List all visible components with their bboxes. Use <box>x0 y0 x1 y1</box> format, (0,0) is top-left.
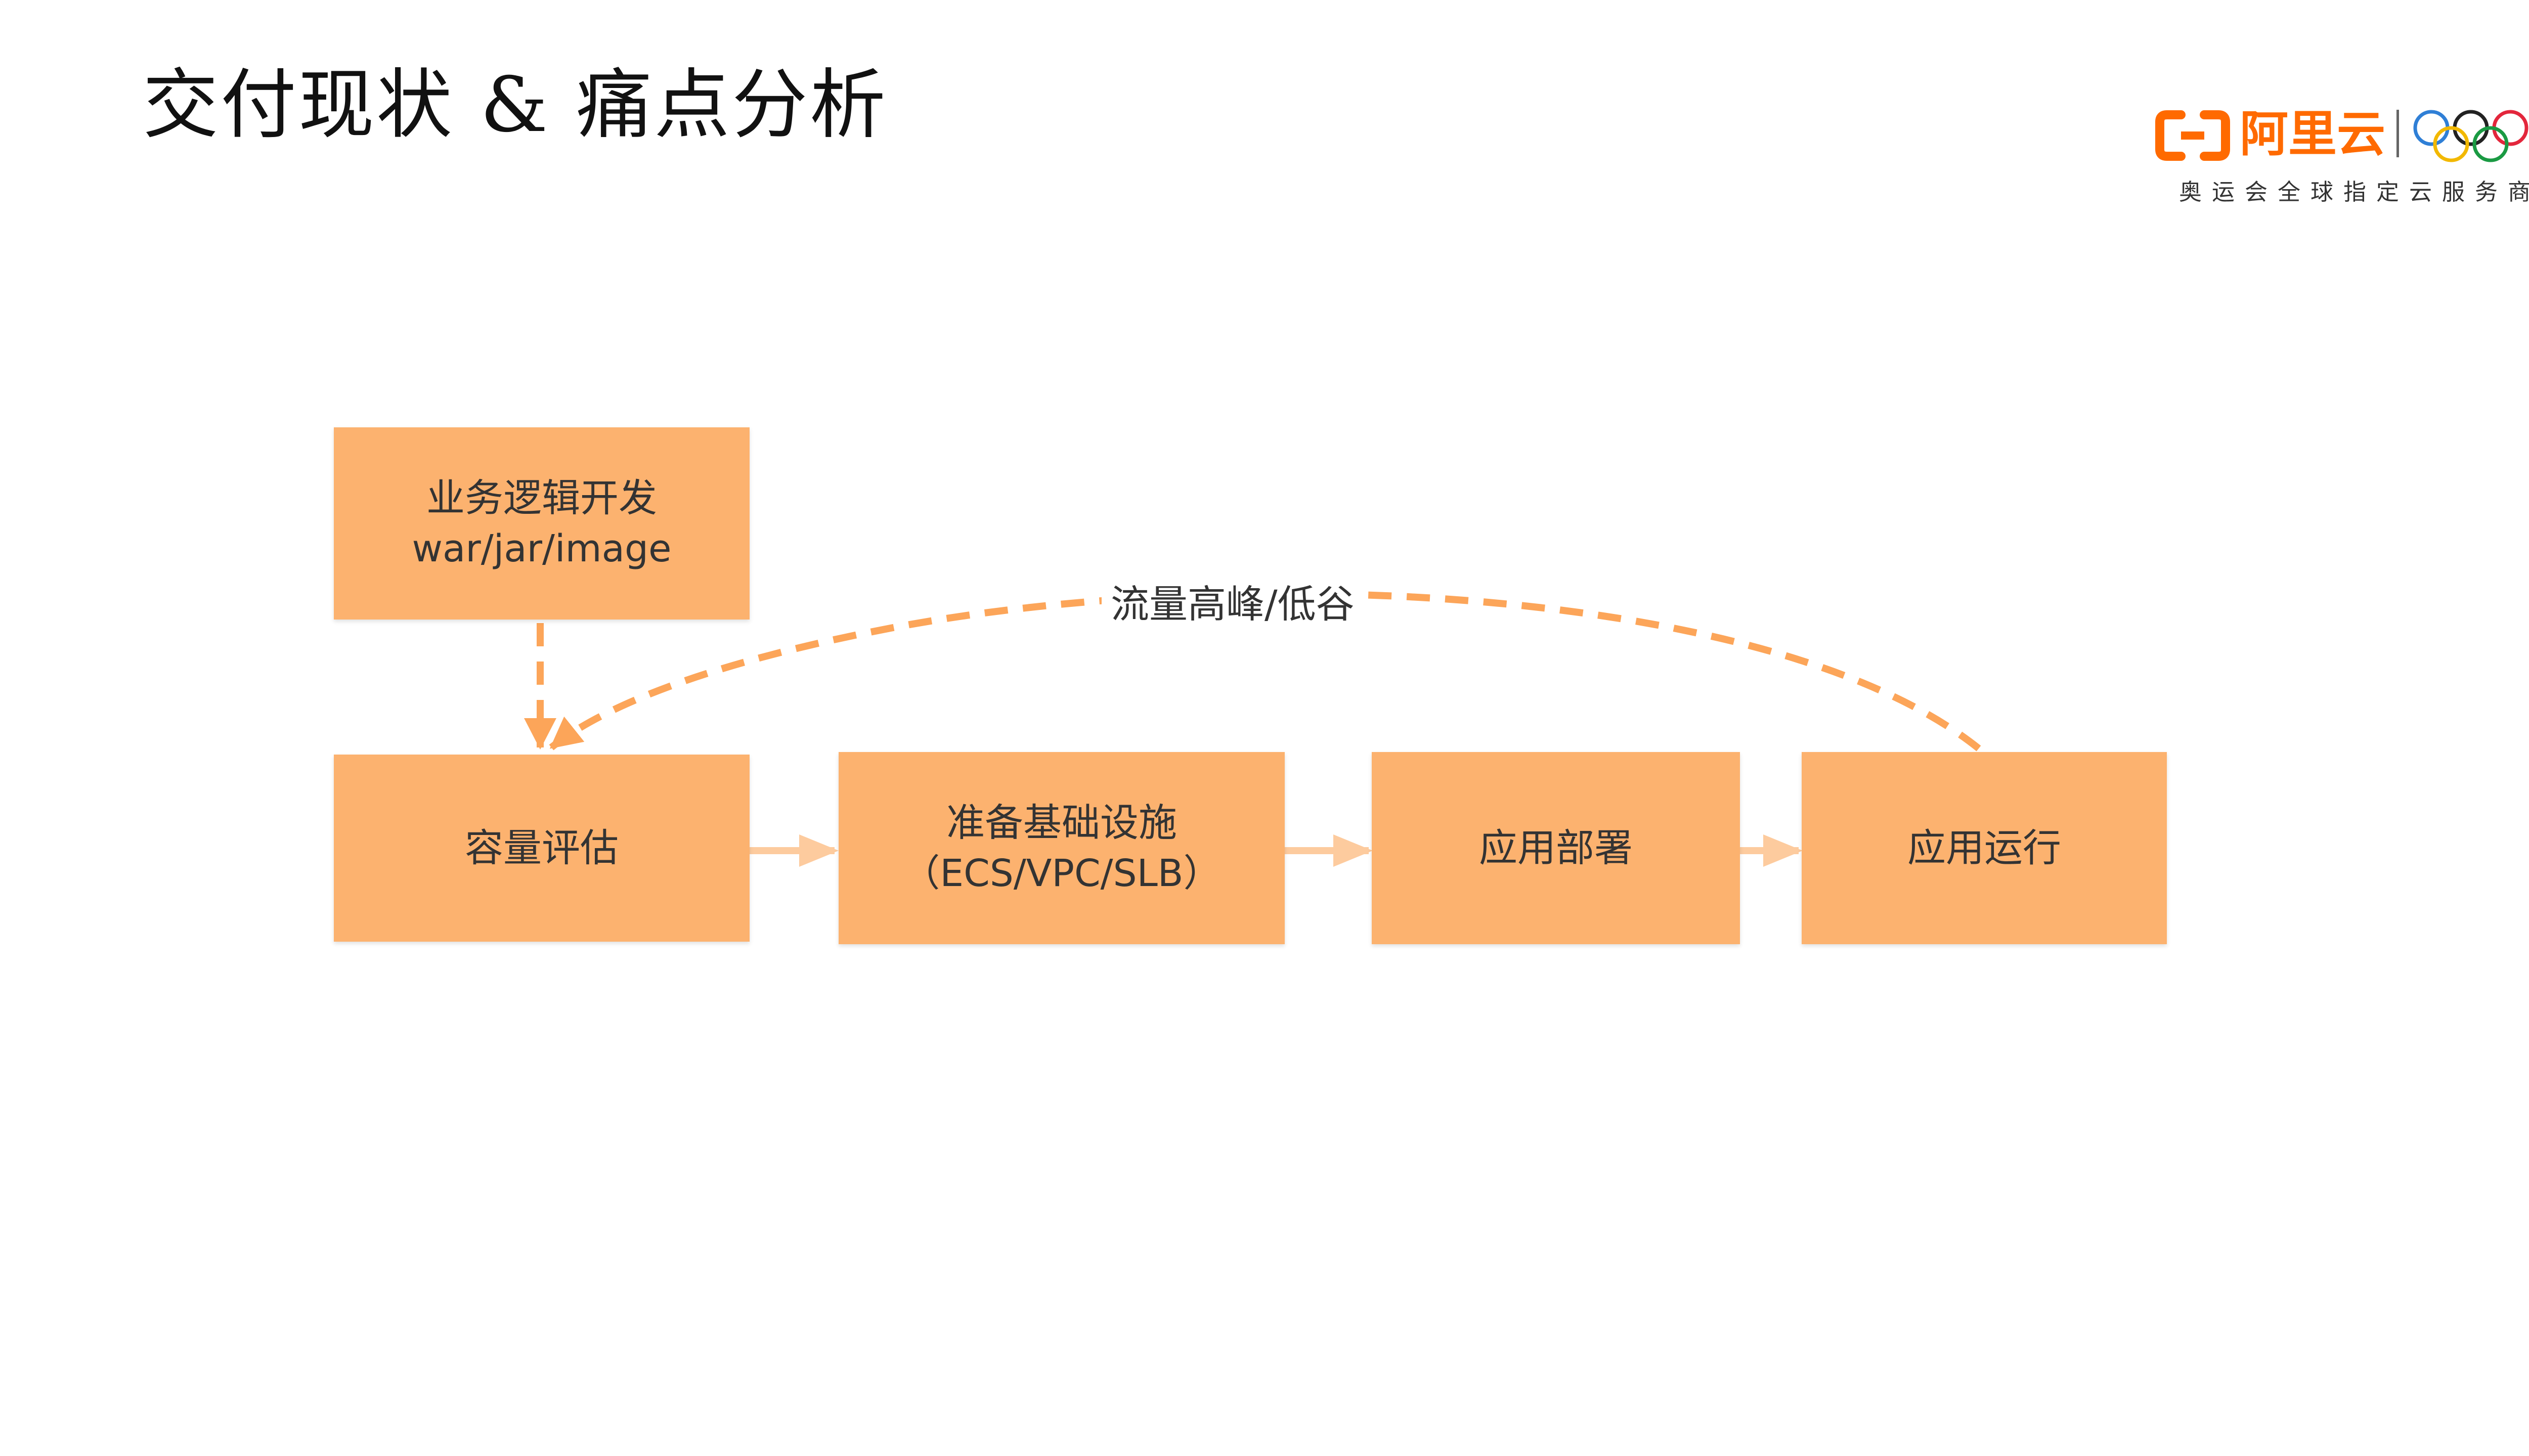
brand-name: 阿里云 <box>2240 106 2385 162</box>
node-label: 应用运行 <box>1907 825 2061 870</box>
node-prepare-infra: 准备基础设施 （ECS/VPC/SLB） <box>839 752 1285 944</box>
olympic-rings-icon <box>2413 110 2528 162</box>
logo-divider <box>2396 110 2399 157</box>
node-label: 应用部署 <box>1479 825 1633 870</box>
node-app-deploy: 应用部署 <box>1372 752 1740 944</box>
page-title: 交付现状 & 痛点分析 <box>143 61 888 149</box>
node-sublabel: （ECS/VPC/SLB） <box>902 852 1221 895</box>
brand-logo: 阿里云 奥运会全球指定云服务商 <box>2155 99 2529 220</box>
node-label: 容量评估 <box>465 825 619 870</box>
node-label: 业务逻辑开发 <box>426 475 657 520</box>
loop-label: 流量高峰/低谷 <box>1102 577 1364 632</box>
brand-tagline: 奥运会全球指定云服务商 <box>2179 179 2529 205</box>
node-business-dev: 业务逻辑开发 war/jar/image <box>334 427 750 620</box>
node-app-run: 应用运行 <box>1802 752 2167 944</box>
node-label: 准备基础设施 <box>946 800 1177 845</box>
node-sublabel: war/jar/image <box>412 527 672 570</box>
node-capacity-assessment: 容量评估 <box>334 755 750 942</box>
alibaba-cloud-mark-icon <box>2155 110 2230 161</box>
